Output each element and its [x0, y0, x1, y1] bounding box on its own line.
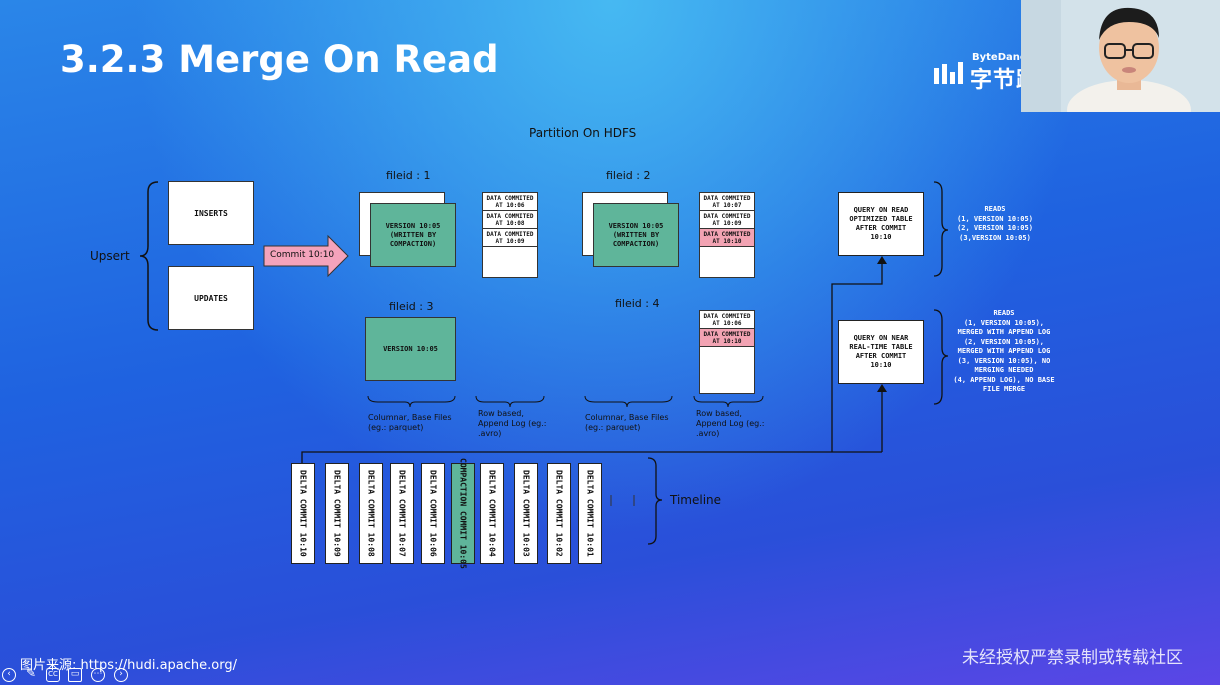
screen-icon[interactable]: ▭: [68, 668, 82, 682]
timeline-commit: DELTA COMMIT 10:08: [359, 463, 383, 564]
reads-real-time: READS (1, VERSION 10:05), MERGED WITH AP…: [953, 309, 1055, 393]
timeline-commit: DELTA COMMIT 10:09: [325, 463, 349, 564]
timeline-commit: DELTA COMMIT 10:07: [390, 463, 414, 564]
fileid-3-label: fileid : 3: [389, 300, 434, 313]
back-icon[interactable]: ‹: [2, 668, 16, 682]
columnar-base-label: Columnar, Base Files (eg.: parquet): [368, 413, 452, 432]
fileid-1-append-log: DATA COMMITED AT 10:06 DATA COMMITED AT …: [482, 192, 538, 278]
query-real-time-box: QUERY ON NEAR REAL-TIME TABLE AFTER COMM…: [838, 320, 924, 384]
timeline-commit: DELTA COMMIT 10:10: [291, 463, 315, 564]
pen-icon[interactable]: ✎: [25, 666, 37, 680]
logo-small-text: ByteDance: [972, 52, 1033, 63]
logo-bars-icon: [934, 62, 963, 84]
commit-label: Commit 10:10: [270, 250, 335, 260]
fileid-4-label: fileid : 4: [615, 297, 660, 310]
timeline-compaction-commit: COMPACTION COMMIT 10:05: [451, 458, 475, 569]
row-based-log-label: Row based, Append Log (eg.: .avro): [696, 409, 765, 438]
updates-box: UPDATES: [168, 266, 254, 330]
timeline-commit: DELTA COMMIT 10:04: [480, 463, 504, 564]
log-entry: DATA COMMITED AT 10:07: [700, 193, 754, 211]
inserts-box: INSERTS: [168, 181, 254, 245]
reads-read-optimized: READS (1, VERSION 10:05) (2, VERSION 10:…: [957, 205, 1033, 242]
presenter-webcam: [1021, 0, 1220, 112]
fileid-3-base-file: VERSION 10:05: [365, 317, 456, 381]
query-read-optimized-box: QUERY ON READ OPTIMIZED TABLE AFTER COMM…: [838, 192, 924, 256]
log-entry: DATA COMMITED AT 10:09: [700, 211, 754, 229]
columnar-base-label: Columnar, Base Files (eg.: parquet): [585, 413, 669, 432]
log-entry-highlighted: DATA COMMITED AT 10:10: [700, 229, 754, 247]
log-entry: DATA COMMITED AT 10:09: [483, 229, 537, 247]
fileid-2-label: fileid : 2: [606, 169, 651, 182]
fileid-2-base-file: VERSION 10:05 (WRITTEN BY COMPACTION): [593, 203, 679, 267]
upsert-label: Upsert: [90, 249, 130, 263]
log-entry-highlighted: DATA COMMITED AT 10:10: [700, 329, 754, 347]
timeline-commit: DELTA COMMIT 10:01: [578, 463, 602, 564]
row-based-log-label: Row based, Append Log (eg.: .avro): [478, 409, 547, 438]
log-entry: DATA COMMITED AT 10:06: [483, 193, 537, 211]
log-entry: DATA COMMITED AT 10:06: [700, 311, 754, 329]
timeline-commit: DELTA COMMIT 10:03: [514, 463, 538, 564]
more-icon[interactable]: ⋯: [91, 668, 105, 682]
timeline-label: Timeline: [670, 493, 722, 507]
fileid-1-label: fileid : 1: [386, 169, 431, 182]
partition-label: Partition On HDFS: [529, 126, 637, 140]
next-icon[interactable]: ›: [114, 668, 128, 682]
watermark: 未经授权严禁录制或转载社区: [962, 648, 1183, 668]
timeline-commit: DELTA COMMIT 10:06: [421, 463, 445, 564]
log-entry: DATA COMMITED AT 10:08: [483, 211, 537, 229]
fileid-2-append-log: DATA COMMITED AT 10:07 DATA COMMITED AT …: [699, 192, 755, 278]
timeline-commit: DELTA COMMIT 10:02: [547, 463, 571, 564]
image-source-footer: 图片来源: https://hudi.apache.org/: [20, 658, 237, 673]
fileid-1-base-file: VERSION 10:05 (WRITTEN BY COMPACTION): [370, 203, 456, 267]
fileid-4-append-log: DATA COMMITED AT 10:06 DATA COMMITED AT …: [699, 310, 755, 394]
commit-arrow-icon: [263, 234, 349, 278]
captions-icon[interactable]: CC: [46, 668, 60, 682]
slide-title: 3.2.3 Merge On Read: [60, 38, 499, 81]
